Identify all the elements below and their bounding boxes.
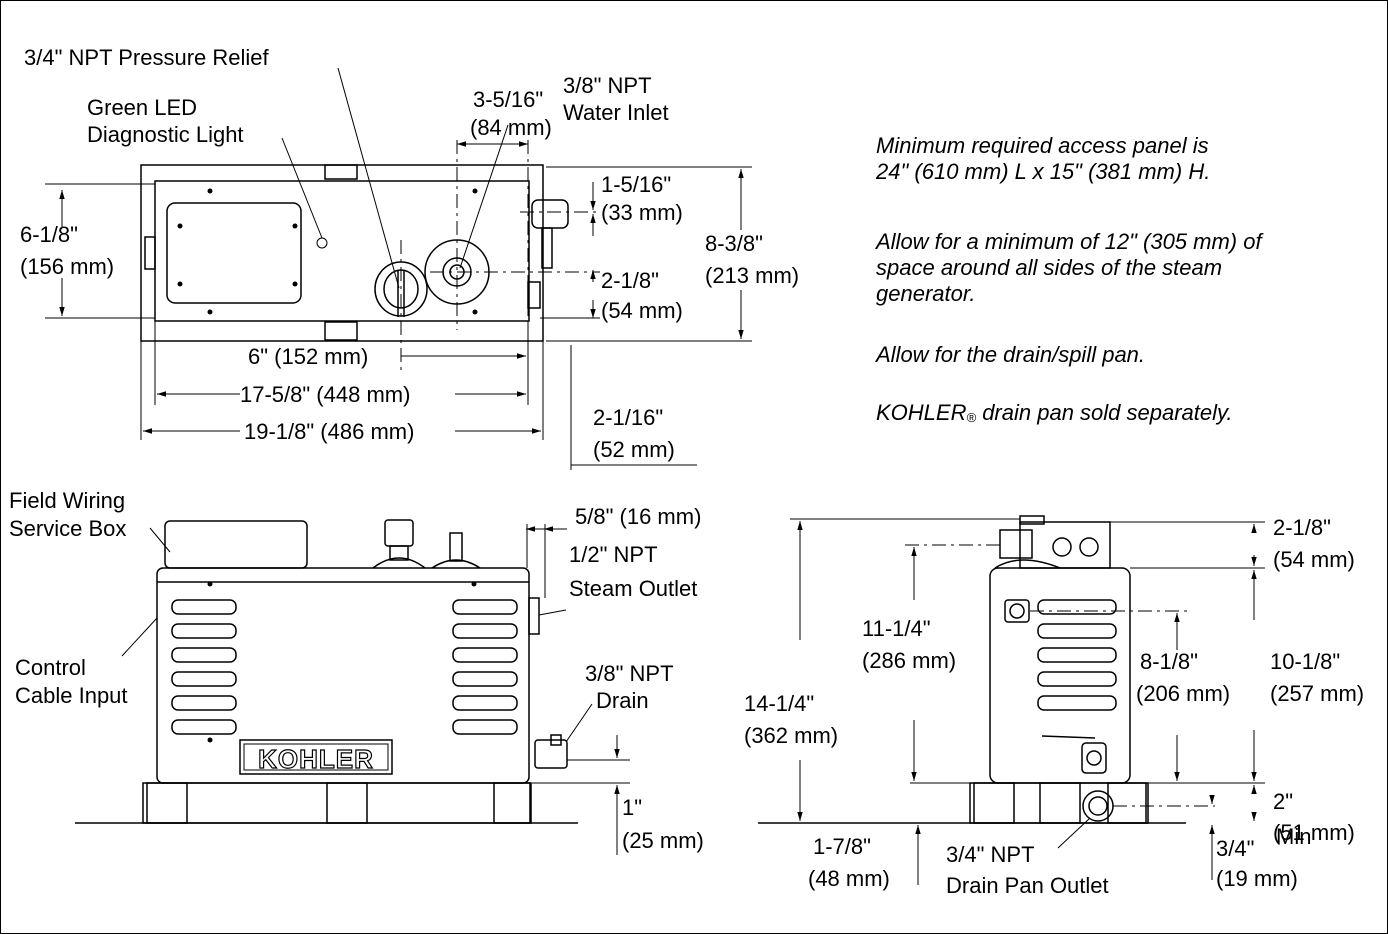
steam-outlet-line1: 1/2" NPT xyxy=(569,542,658,567)
top-bracket-top xyxy=(324,164,358,180)
vents-side xyxy=(1037,599,1117,711)
dim-206-inch: 8-1/8" xyxy=(1140,649,1198,674)
dim-286-mm: (286 mm) xyxy=(862,648,956,673)
note-clearance-line3: generator. xyxy=(876,281,976,306)
dim-16: 5/8" (16 mm) xyxy=(575,504,701,529)
dim-48-mm: (48 mm) xyxy=(808,866,890,891)
dim-362-mm: (362 mm) xyxy=(744,723,838,748)
dim-25-inch: 1" xyxy=(622,795,642,820)
field-wiring-box xyxy=(164,520,308,569)
dim-213-inch: 8-3/8" xyxy=(705,231,763,256)
inlet-label-line2: Water Inlet xyxy=(563,100,669,125)
dim-448: 17-5/8" (448 mm) xyxy=(240,382,410,407)
vents-right xyxy=(452,599,518,735)
side-view xyxy=(758,515,1265,885)
dim-54-inch-side: 2-1/8" xyxy=(1273,515,1331,540)
dim-54-mm-side: (54 mm) xyxy=(1273,547,1355,572)
steam-outlet-front xyxy=(528,597,540,635)
pressure-relief-label: 3/4" NPT Pressure Relief xyxy=(24,45,269,70)
dim-52-mm: (52 mm) xyxy=(593,437,675,462)
dim-48-inch: 1-7/8" xyxy=(813,834,871,859)
side-view-labels: 2-1/8" (54 mm) 11-1/4" (286 mm) 8-1/8" (… xyxy=(744,515,1364,898)
dim-257-mm: (257 mm) xyxy=(1270,681,1364,706)
dim-51-inch: 2" xyxy=(1273,789,1293,814)
kohler-badge xyxy=(239,739,393,775)
dim-486: 19-1/8" (486 mm) xyxy=(244,419,414,444)
dim-19-inch: 3/4" xyxy=(1216,836,1254,861)
vents-left xyxy=(171,599,237,735)
dim-25-mm: (25 mm) xyxy=(622,828,704,853)
dim-286-inch: 11-1/4" xyxy=(862,616,931,641)
note-clearance-line2: space around all sides of the steam xyxy=(876,255,1223,280)
field-wiring-line1: Field Wiring xyxy=(9,488,125,513)
dim-54-inch-top: 2-1/8" xyxy=(601,268,659,293)
drain-pan-outlet-line1: 3/4" NPT xyxy=(946,842,1035,867)
front-view-labels: Field Wiring Service Box Control Cable I… xyxy=(9,488,704,853)
dim-54-mm-top: (54 mm) xyxy=(601,298,683,323)
dim-19-mm: (19 mm) xyxy=(1216,866,1298,891)
note-access-line1: Minimum required access panel is xyxy=(876,133,1209,158)
drain-line2: Drain xyxy=(596,688,649,713)
front-view xyxy=(75,519,630,855)
steam-outlet-line2: Steam Outlet xyxy=(569,576,697,601)
dim-206-mm: (206 mm) xyxy=(1136,681,1230,706)
registered-mark: ® xyxy=(966,410,977,425)
control-cable-line2: Cable Input xyxy=(15,683,128,708)
top-view xyxy=(45,67,752,470)
steam-outlet-fitting xyxy=(531,199,569,229)
note-clearance-line1: Allow for a minimum of 12" (305 mm) of xyxy=(876,229,1262,254)
dim-33-mm: (33 mm) xyxy=(601,200,683,225)
top-fittings-side xyxy=(1019,521,1111,569)
base-feet-side xyxy=(969,782,1149,824)
dim-33-inch: 1-5/16" xyxy=(601,172,671,197)
note-clearance: Allow for a minimum of 12" (305 mm) of s… xyxy=(876,229,1262,307)
dim-52-inch: 2-1/16" xyxy=(593,405,663,430)
dim-84-inch: 3-5/16" xyxy=(473,87,543,112)
dim-213-mm: (213 mm) xyxy=(705,263,799,288)
base-feet-front xyxy=(142,782,532,824)
dim-152: 6" (152 mm) xyxy=(248,344,368,369)
led-label-line2: Diagnostic Light xyxy=(87,122,244,147)
note-drain-pan: Allow for the drain/spill pan. xyxy=(876,342,1146,367)
note-kohler-pan: KOHLER® drain pan sold separately. xyxy=(876,400,1233,431)
drain-line1: 3/8" NPT xyxy=(585,661,674,686)
top-bracket-bottom xyxy=(324,321,358,341)
min-label-visible: Min xyxy=(1276,824,1311,849)
dim-51-mm: (51 mm) xyxy=(1273,820,1355,845)
dim-84-mm: (84 mm) xyxy=(470,115,552,140)
control-panel-outline xyxy=(166,202,302,304)
dim-362-inch: 14-1/4" xyxy=(744,691,814,716)
dim-156-mm: (156 mm) xyxy=(20,254,114,279)
inlet-label-line1: 3/8" NPT xyxy=(563,73,652,98)
field-wiring-line2: Service Box xyxy=(9,516,126,541)
led-label-line1: Green LED xyxy=(87,95,197,120)
relief-valve-top xyxy=(384,519,414,547)
note-kohler-rest: drain pan sold separately. xyxy=(976,400,1233,425)
top-view-labels: 3/4" NPT Pressure Relief Green LED Diagn… xyxy=(20,45,799,462)
kohler-badge-text: KOHLER xyxy=(258,744,374,774)
top-left-stub xyxy=(144,236,156,270)
note-brand: KOHLER xyxy=(876,400,967,425)
dim-257-inch: 10-1/8" xyxy=(1270,649,1340,674)
control-cable-line1: Control xyxy=(15,655,86,680)
green-led-indicator xyxy=(316,237,328,249)
drain-pan-outlet-line2: Drain Pan Outlet xyxy=(946,873,1109,898)
note-access-line2: 24" (610 mm) L x 15" (381 mm) H. xyxy=(876,159,1211,184)
dim-156-inch: 6-1/8" xyxy=(20,222,78,247)
note-access-panel: Minimum required access panel is 24" (61… xyxy=(876,133,1210,185)
